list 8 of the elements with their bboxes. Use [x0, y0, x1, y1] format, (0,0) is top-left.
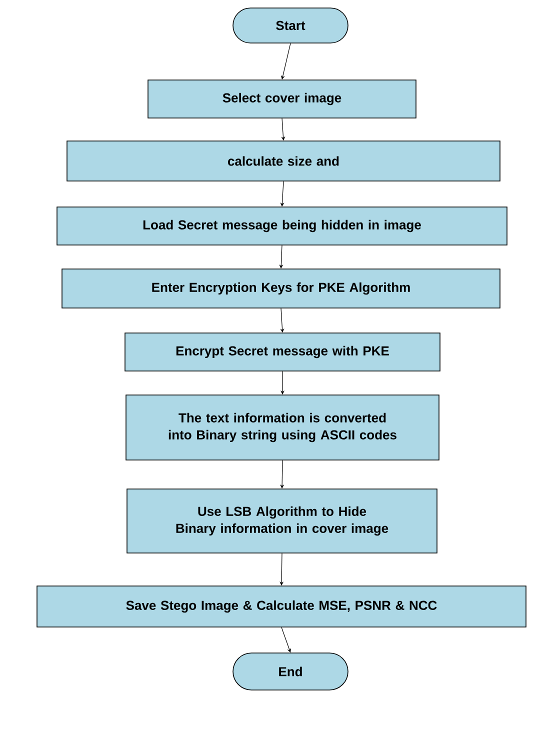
process-box: Enter Encryption Keys for PKE Algorithm [62, 268, 500, 308]
process-box: The text information is converted into Binary string using ASCII codes [126, 394, 440, 460]
process-box: Save Stego Image & Calculate MSE, PSNR & NCC [36, 586, 526, 628]
process-box: Load Secret message being hidden in image [56, 206, 508, 246]
process-box: Encrypt Secret message with PKE [124, 332, 440, 372]
process-box: Select cover image [148, 80, 416, 118]
process-box: calculate size and [66, 140, 500, 182]
process-box: Use LSB Algorithm to Hide Binary information in cover image [126, 488, 438, 554]
